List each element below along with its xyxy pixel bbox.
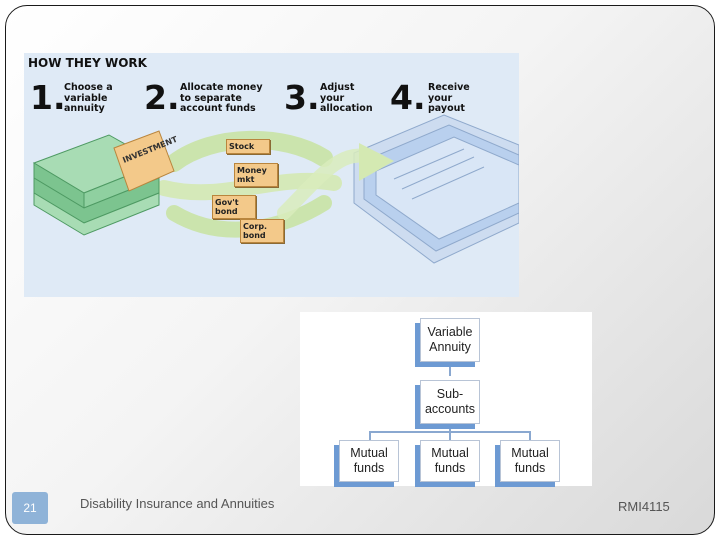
step-2-text: Allocate money to separate account funds	[180, 82, 263, 114]
infographic-title: HOW THEY WORK	[28, 56, 147, 70]
variable-annuity-node: Variable Annuity	[420, 318, 480, 362]
connector-leaf-3	[529, 431, 531, 442]
sub-accounts-node: Sub- accounts	[420, 380, 480, 424]
payout-papers	[353, 114, 519, 264]
mutual-funds-node-2: Mutual funds	[420, 440, 480, 482]
arrow-head-icon	[359, 143, 394, 181]
mutual-funds-node-3: Mutual funds	[500, 440, 560, 482]
step-1-text: Choose a variable annuity	[64, 82, 113, 114]
step-2-number: 2.	[144, 78, 180, 117]
step-1-number: 1.	[30, 78, 66, 117]
step-4-number: 4.	[390, 78, 426, 117]
mutual-funds-node-1: Mutual funds	[339, 440, 399, 482]
how-they-work-illustration: INVESTMENT HOW THEY WORK 1. Choose a var…	[24, 53, 519, 297]
fund-tag-govt-bond: Gov't bond	[212, 195, 256, 219]
step-3-text: Adjust your allocation	[320, 82, 373, 114]
slide-number-badge: 21	[12, 492, 48, 524]
footer-course-code: RMI4115	[618, 499, 670, 514]
connector-root-mid	[449, 366, 451, 376]
step-3-number: 3.	[284, 78, 320, 117]
fund-tag-stock: Stock	[226, 139, 270, 154]
connector-leaf-2	[449, 431, 451, 442]
footer-title: Disability Insurance and Annuities	[80, 496, 275, 511]
money-stack	[32, 130, 175, 236]
fund-tag-corp-bond: Corp. bond	[240, 219, 284, 243]
connector-leaf-1	[369, 431, 371, 442]
variable-annuity-structure-chart: Variable Annuity Sub- accounts Mutual fu…	[300, 312, 592, 486]
connector-mid-bar	[449, 422, 451, 432]
annuity-process-illustration: INVESTMENT	[32, 114, 519, 264]
fund-tag-money-market: Money mkt	[234, 163, 278, 187]
step-4-text: Receive your payout	[428, 82, 470, 114]
